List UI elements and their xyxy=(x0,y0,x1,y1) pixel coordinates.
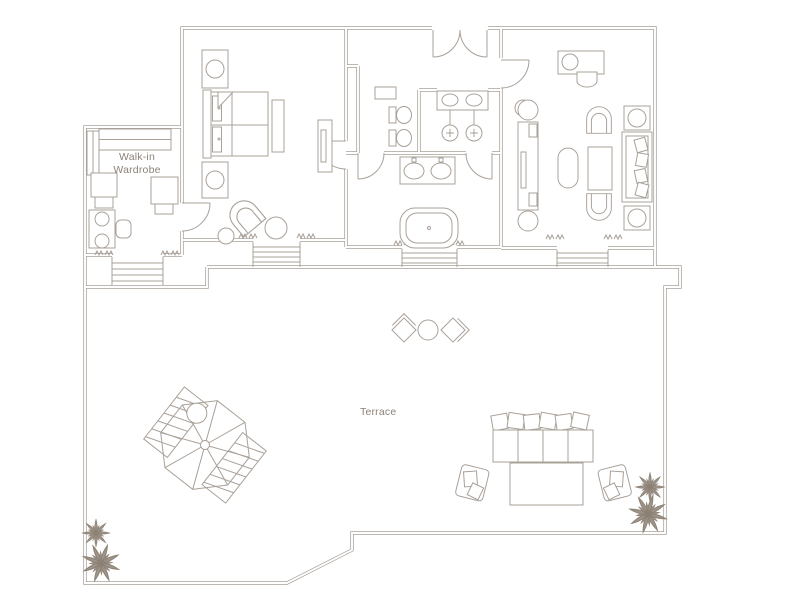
wardrobe-rail-symbol xyxy=(86,128,172,176)
bathroom-right-door xyxy=(465,152,493,180)
nightstand-symbol xyxy=(201,49,229,199)
armchair-symbol xyxy=(586,106,612,134)
bathtub-symbol xyxy=(399,207,459,249)
bathroom xyxy=(374,86,532,249)
outdoor-sofa-symbol xyxy=(490,411,594,463)
dressing-to-bedroom-door xyxy=(181,202,211,232)
armchair-symbol xyxy=(586,193,612,221)
entry-double-door xyxy=(432,29,488,58)
bed-bench-symbol xyxy=(271,99,285,153)
wardrobe-cabinet-symbol xyxy=(90,172,179,215)
tv-unit-symbol xyxy=(317,119,333,173)
outdoor-coffee-table-symbol xyxy=(509,462,584,506)
desk-symbol xyxy=(88,209,132,249)
steps-living xyxy=(556,250,609,267)
steps-bedroom xyxy=(252,242,301,267)
plant-pot-symbol xyxy=(517,99,539,121)
plant-symbol xyxy=(83,520,110,547)
plant-pot-symbol xyxy=(517,210,539,232)
steps-dressing xyxy=(111,257,164,285)
desk-chair-symbol xyxy=(115,219,132,239)
bistro-set-symbol xyxy=(391,313,470,343)
parasol-loungers-symbol xyxy=(143,386,267,504)
oval-table-symbol xyxy=(557,147,579,189)
double-vanity-symbol xyxy=(399,156,456,185)
shower-symbol xyxy=(436,90,489,142)
coffee-table-symbol xyxy=(587,146,613,191)
outdoor-armchair-symbol xyxy=(596,463,633,503)
toilet-symbol xyxy=(388,106,412,124)
bathroom-left-door xyxy=(357,152,385,180)
terrace-label: Terrace xyxy=(360,406,396,418)
sofa-symbol xyxy=(621,131,653,203)
wardrobe-label-line1: Walk-in xyxy=(119,151,155,163)
round-table-symbol xyxy=(264,216,288,240)
bed-symbol xyxy=(202,89,285,159)
outdoor-armchair-symbol xyxy=(454,463,491,503)
side-table-symbol xyxy=(217,227,235,245)
bedroom xyxy=(201,49,333,245)
wardrobe-label-line2: Wardrobe xyxy=(113,164,160,176)
side-table-symbol xyxy=(186,402,208,424)
desk-chair-symbol xyxy=(576,71,598,88)
tv-console-symbol xyxy=(517,121,539,211)
terrace: Terrace xyxy=(77,313,671,587)
threshold-markers xyxy=(94,233,623,256)
walk-in-wardrobe-room xyxy=(86,128,179,249)
living-room-door xyxy=(500,59,530,89)
writing-desk-symbol xyxy=(557,50,605,88)
bidet-symbol xyxy=(388,129,412,147)
steps-bathroom xyxy=(401,249,458,267)
wall-outline xyxy=(83,26,682,585)
wall-inner-line xyxy=(84,27,681,584)
terrace-steps xyxy=(111,242,609,285)
living-room xyxy=(517,50,653,232)
doors xyxy=(181,29,530,232)
sofa-side-table-symbol xyxy=(623,105,651,231)
walls xyxy=(83,26,682,585)
niche-shelf-symbol xyxy=(374,86,397,100)
plant-symbol xyxy=(636,473,665,502)
